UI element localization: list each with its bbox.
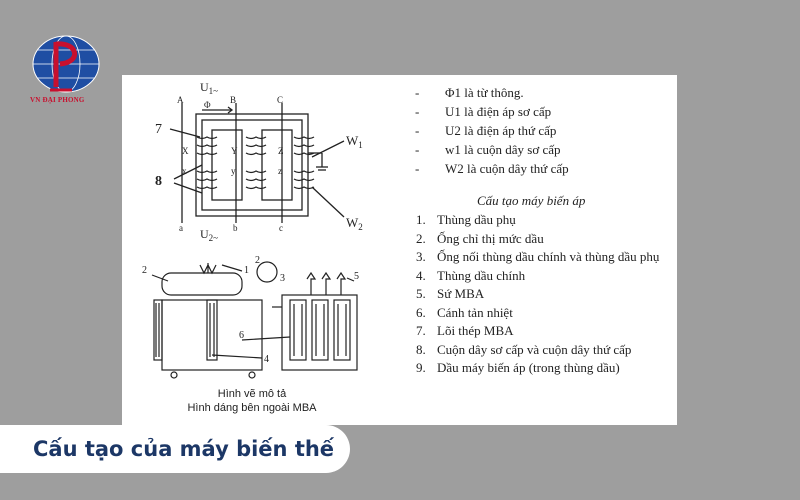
u2-label: U2~ [200, 227, 218, 243]
legend-item: -W2 là cuộn dây thứ cấp [415, 161, 569, 176]
part-label-5: 5 [354, 271, 359, 282]
u1-label: U1~ [200, 80, 218, 96]
legend-item: -Φ1 là từ thông. [415, 85, 524, 100]
list-item: 7.Lõi thép MBA [416, 323, 514, 338]
part-label-2b: 2 [255, 255, 260, 266]
list-item: 5.Sứ MBA [416, 286, 485, 301]
section-title: Cấu tạo máy biến áp [477, 193, 586, 208]
transformer-side-view [151, 263, 263, 379]
part-label-3: 3 [280, 273, 285, 284]
title-banner [0, 425, 350, 473]
label-8: 8 [155, 174, 162, 189]
list-item: 3.Ống nối thùng dầu chính và thùng dầu p… [416, 249, 660, 264]
list-item: 4.Thùng dầu chính [416, 267, 526, 283]
w1-label: W1 [346, 133, 363, 150]
terminal-z: z [278, 166, 282, 176]
part-label-2: 2 [142, 265, 147, 276]
terminal-Y: Y [231, 146, 238, 156]
diagram-caption: Hình vẽ mô tả Hình dáng bên ngoài MBA [177, 387, 327, 415]
part-label-1: 1 [244, 265, 249, 276]
transformer-diagram: U1~ Φ A B C X Y Z x y z a b c 7 8 W1 W2 … [142, 80, 363, 379]
terminal-C: C [277, 95, 283, 105]
terminal-y: y [231, 166, 236, 176]
legend-item: -U2 là điện áp thứ cấp [415, 123, 557, 138]
terminal-A: A [177, 95, 184, 105]
terminal-b: b [233, 223, 238, 233]
legend-item: -U1 là điện áp sơ cấp [415, 104, 552, 119]
w2-label: W2 [346, 215, 363, 232]
terminal-B: B [230, 95, 236, 105]
phi-label: Φ [204, 100, 211, 110]
list-item: 9.Dầu máy biến áp (trong thùng dầu) [416, 360, 620, 375]
list-item: 6.Cánh tản nhiệt [416, 304, 513, 320]
logo-text: VN ĐẠI PHONG [30, 96, 85, 104]
terminal-X: X [182, 146, 189, 156]
list-item: 1.Thùng dầu phụ [416, 212, 516, 227]
banner-title: Cấu tạo của máy biến thế [33, 437, 335, 461]
caption-line-2: Hình dáng bên ngoài MBA [187, 402, 317, 414]
company-logo [32, 35, 100, 93]
list-item: 8.Cuộn dây sơ cấp và cuộn dây thứ cấp [416, 341, 632, 357]
part-label-4: 4 [264, 354, 269, 365]
legend-item: -w1 là cuộn dây sơ cấp [415, 142, 561, 157]
terminal-x: x [182, 166, 187, 176]
label-7: 7 [155, 122, 162, 137]
list-item: 2.Ống chỉ thị mức dầu [416, 230, 544, 246]
terminal-Z: Z [278, 146, 284, 156]
transformer-front-view [241, 261, 358, 371]
part-label-6: 6 [239, 330, 244, 341]
symbol-legend: -Φ1 là từ thông. -U1 là điện áp sơ cấp -… [415, 83, 675, 178]
content-panel: U1~ Φ A B C X Y Z x y z a b c 7 8 W1 W2 … [122, 75, 677, 425]
parts-list: 1.Thùng dầu phụ 2.Ống chỉ thị mức dầu 3.… [416, 212, 676, 379]
caption-line-1: Hình vẽ mô tả [217, 388, 287, 400]
terminal-c: c [279, 223, 283, 233]
terminal-a: a [179, 223, 183, 233]
